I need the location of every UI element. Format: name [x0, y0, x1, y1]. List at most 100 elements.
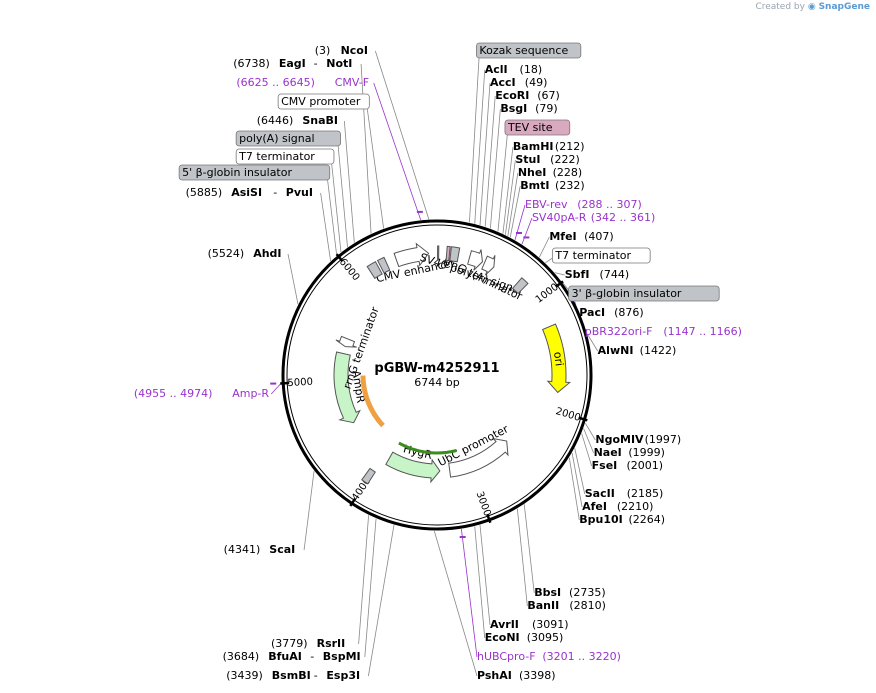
site-label-part[interactable]: SacII [585, 487, 615, 500]
site-label-part[interactable]: - [314, 669, 318, 682]
site-label-part[interactable]: AfeI [582, 500, 607, 513]
site-label-part[interactable]: Kozak sequence [479, 44, 568, 57]
site-label-part[interactable]: (3) [315, 44, 331, 57]
site-label-part[interactable]: (4955 .. 4974) [134, 387, 213, 400]
site-label-part[interactable]: (2735) [569, 586, 606, 599]
site-label-part[interactable]: (1422) [640, 344, 677, 357]
site-label-part[interactable]: (3439) [226, 669, 263, 682]
site-label-part[interactable]: EcoRI [495, 89, 529, 102]
site-label-part[interactable]: BamHI [513, 140, 554, 153]
site-label-part[interactable]: (342 .. 361) [591, 211, 656, 224]
site-label-part[interactable]: - [314, 57, 318, 70]
site-label-part[interactable]: FseI [592, 459, 618, 472]
site-label-part[interactable]: (3201 .. 3220) [542, 650, 621, 663]
site-label-part[interactable]: NheI [518, 166, 547, 179]
feature-ori[interactable] [541, 323, 572, 394]
site-label-part[interactable]: (2001) [626, 459, 663, 472]
site-label-part[interactable]: SV40pA-R [532, 211, 587, 224]
site-label-part[interactable]: (3779) [271, 637, 308, 650]
site-label-part[interactable]: (232) [555, 179, 585, 192]
feature-ubc-promoter[interactable] [448, 437, 509, 478]
site-label-part[interactable]: T7 terminator [554, 249, 631, 262]
feature-rrng-terminator[interactable] [481, 255, 496, 276]
site-label-part[interactable]: (288 .. 307) [577, 198, 642, 211]
site-label-part[interactable]: MfeI [549, 230, 576, 243]
feature-3-globin-insulator[interactable] [511, 277, 529, 295]
site-label-part[interactable]: BfuAI [268, 650, 302, 663]
site-label-part[interactable]: (3095) [527, 631, 564, 644]
site-label-part[interactable]: TEV site [507, 121, 553, 134]
site-label-part[interactable]: SbfI [565, 268, 590, 281]
site-label-part[interactable]: (2264) [628, 513, 665, 526]
site-label-part[interactable]: (6446) [257, 114, 294, 127]
site-label-part[interactable]: Bpu10I [579, 513, 623, 526]
site-label-part[interactable]: AlwNI [598, 344, 634, 357]
site-label-part[interactable]: (2210) [617, 500, 654, 513]
site-label-part[interactable]: EBV-rev [525, 198, 568, 211]
site-label-part[interactable]: BanII [527, 599, 559, 612]
site-label-part[interactable]: (1999) [628, 446, 665, 459]
feature-t7-terminator[interactable] [376, 256, 391, 274]
feature-cmv-enhancer[interactable] [393, 242, 430, 268]
site-label-part[interactable]: Esp3I [326, 669, 360, 682]
site-label-part[interactable]: AclI [485, 63, 508, 76]
site-label-part[interactable]: BsgI [500, 102, 527, 115]
site-label-part[interactable]: (3398) [519, 669, 556, 682]
feature-hygr[interactable] [385, 451, 441, 484]
site-label-part[interactable]: BspMI [323, 650, 361, 663]
site-label-part[interactable]: NcoI [341, 44, 368, 57]
feature-tev-site[interactable] [445, 245, 451, 262]
site-label-part[interactable]: (222) [550, 153, 580, 166]
site-label-part[interactable]: 5' β-globin insulator [182, 166, 292, 179]
site-label-part[interactable]: (5524) [208, 247, 245, 260]
site-label-part[interactable]: RsrII [317, 637, 346, 650]
site-label-part[interactable]: (3684) [223, 650, 260, 663]
site-label-part[interactable]: SnaBI [302, 114, 338, 127]
site-label-part[interactable]: PacI [579, 306, 605, 319]
site-label-part[interactable]: EcoNI [485, 631, 520, 644]
feature-rrng-terminator[interactable] [335, 335, 357, 348]
site-label-part[interactable]: EagI [279, 57, 306, 70]
site-label-part[interactable]: AccI [490, 76, 516, 89]
site-label-part[interactable]: AvrII [490, 618, 519, 631]
site-label-part[interactable]: (2810) [569, 599, 606, 612]
site-label-part[interactable]: (6738) [233, 57, 270, 70]
site-label-part[interactable]: (49) [525, 76, 548, 89]
feature-poly-a-signal[interactable] [361, 467, 376, 485]
site-label-part[interactable]: AhdI [253, 247, 281, 260]
site-label-part[interactable]: NgoMIV [595, 433, 644, 446]
site-label-part[interactable]: PshAI [477, 669, 512, 682]
site-label-part[interactable]: - [273, 186, 277, 199]
site-label-part[interactable]: Amp-R [232, 387, 269, 400]
site-label-part[interactable]: hUBCpro-F [477, 650, 536, 663]
site-label-part[interactable]: T7 terminator [238, 150, 315, 163]
site-label-part[interactable]: BbsI [534, 586, 561, 599]
feature-sv40-poly-a-signal[interactable] [467, 249, 484, 271]
site-label-part[interactable]: (1997) [645, 433, 682, 446]
site-label-part[interactable]: BmtI [520, 179, 549, 192]
site-label-part[interactable]: PvuI [286, 186, 313, 199]
site-label-part[interactable]: (79) [535, 102, 558, 115]
site-label-part[interactable]: - [310, 650, 314, 663]
site-label-part[interactable]: poly(A) signal [239, 132, 314, 145]
feature-ampr[interactable] [333, 351, 361, 424]
feature-kozak-sequence[interactable] [437, 245, 440, 261]
site-label-part[interactable]: AsiSI [231, 186, 262, 199]
site-label-part[interactable]: (3091) [532, 618, 569, 631]
site-label-part[interactable]: (876) [614, 306, 644, 319]
site-label-part[interactable]: (4341) [224, 543, 261, 556]
site-label-part[interactable]: (67) [537, 89, 560, 102]
site-label-part[interactable]: (744) [600, 268, 630, 281]
site-label-part[interactable]: (228) [553, 166, 583, 179]
site-label-part[interactable]: pBR322ori-F [585, 325, 653, 338]
site-label-part[interactable]: (212) [555, 140, 585, 153]
site-label-part[interactable]: (5885) [186, 186, 223, 199]
feature-5-globin-insulator[interactable] [366, 260, 383, 280]
site-label-part[interactable]: (6625 .. 6645) [236, 76, 315, 89]
site-label-part[interactable]: NotI [326, 57, 352, 70]
site-label-part[interactable]: (407) [584, 230, 614, 243]
site-label-part[interactable]: BsmBI [272, 669, 311, 682]
site-label-part[interactable]: CMV-F [335, 76, 369, 89]
site-label-part[interactable]: StuI [515, 153, 540, 166]
site-label-part[interactable]: (1147 .. 1166) [663, 325, 742, 338]
